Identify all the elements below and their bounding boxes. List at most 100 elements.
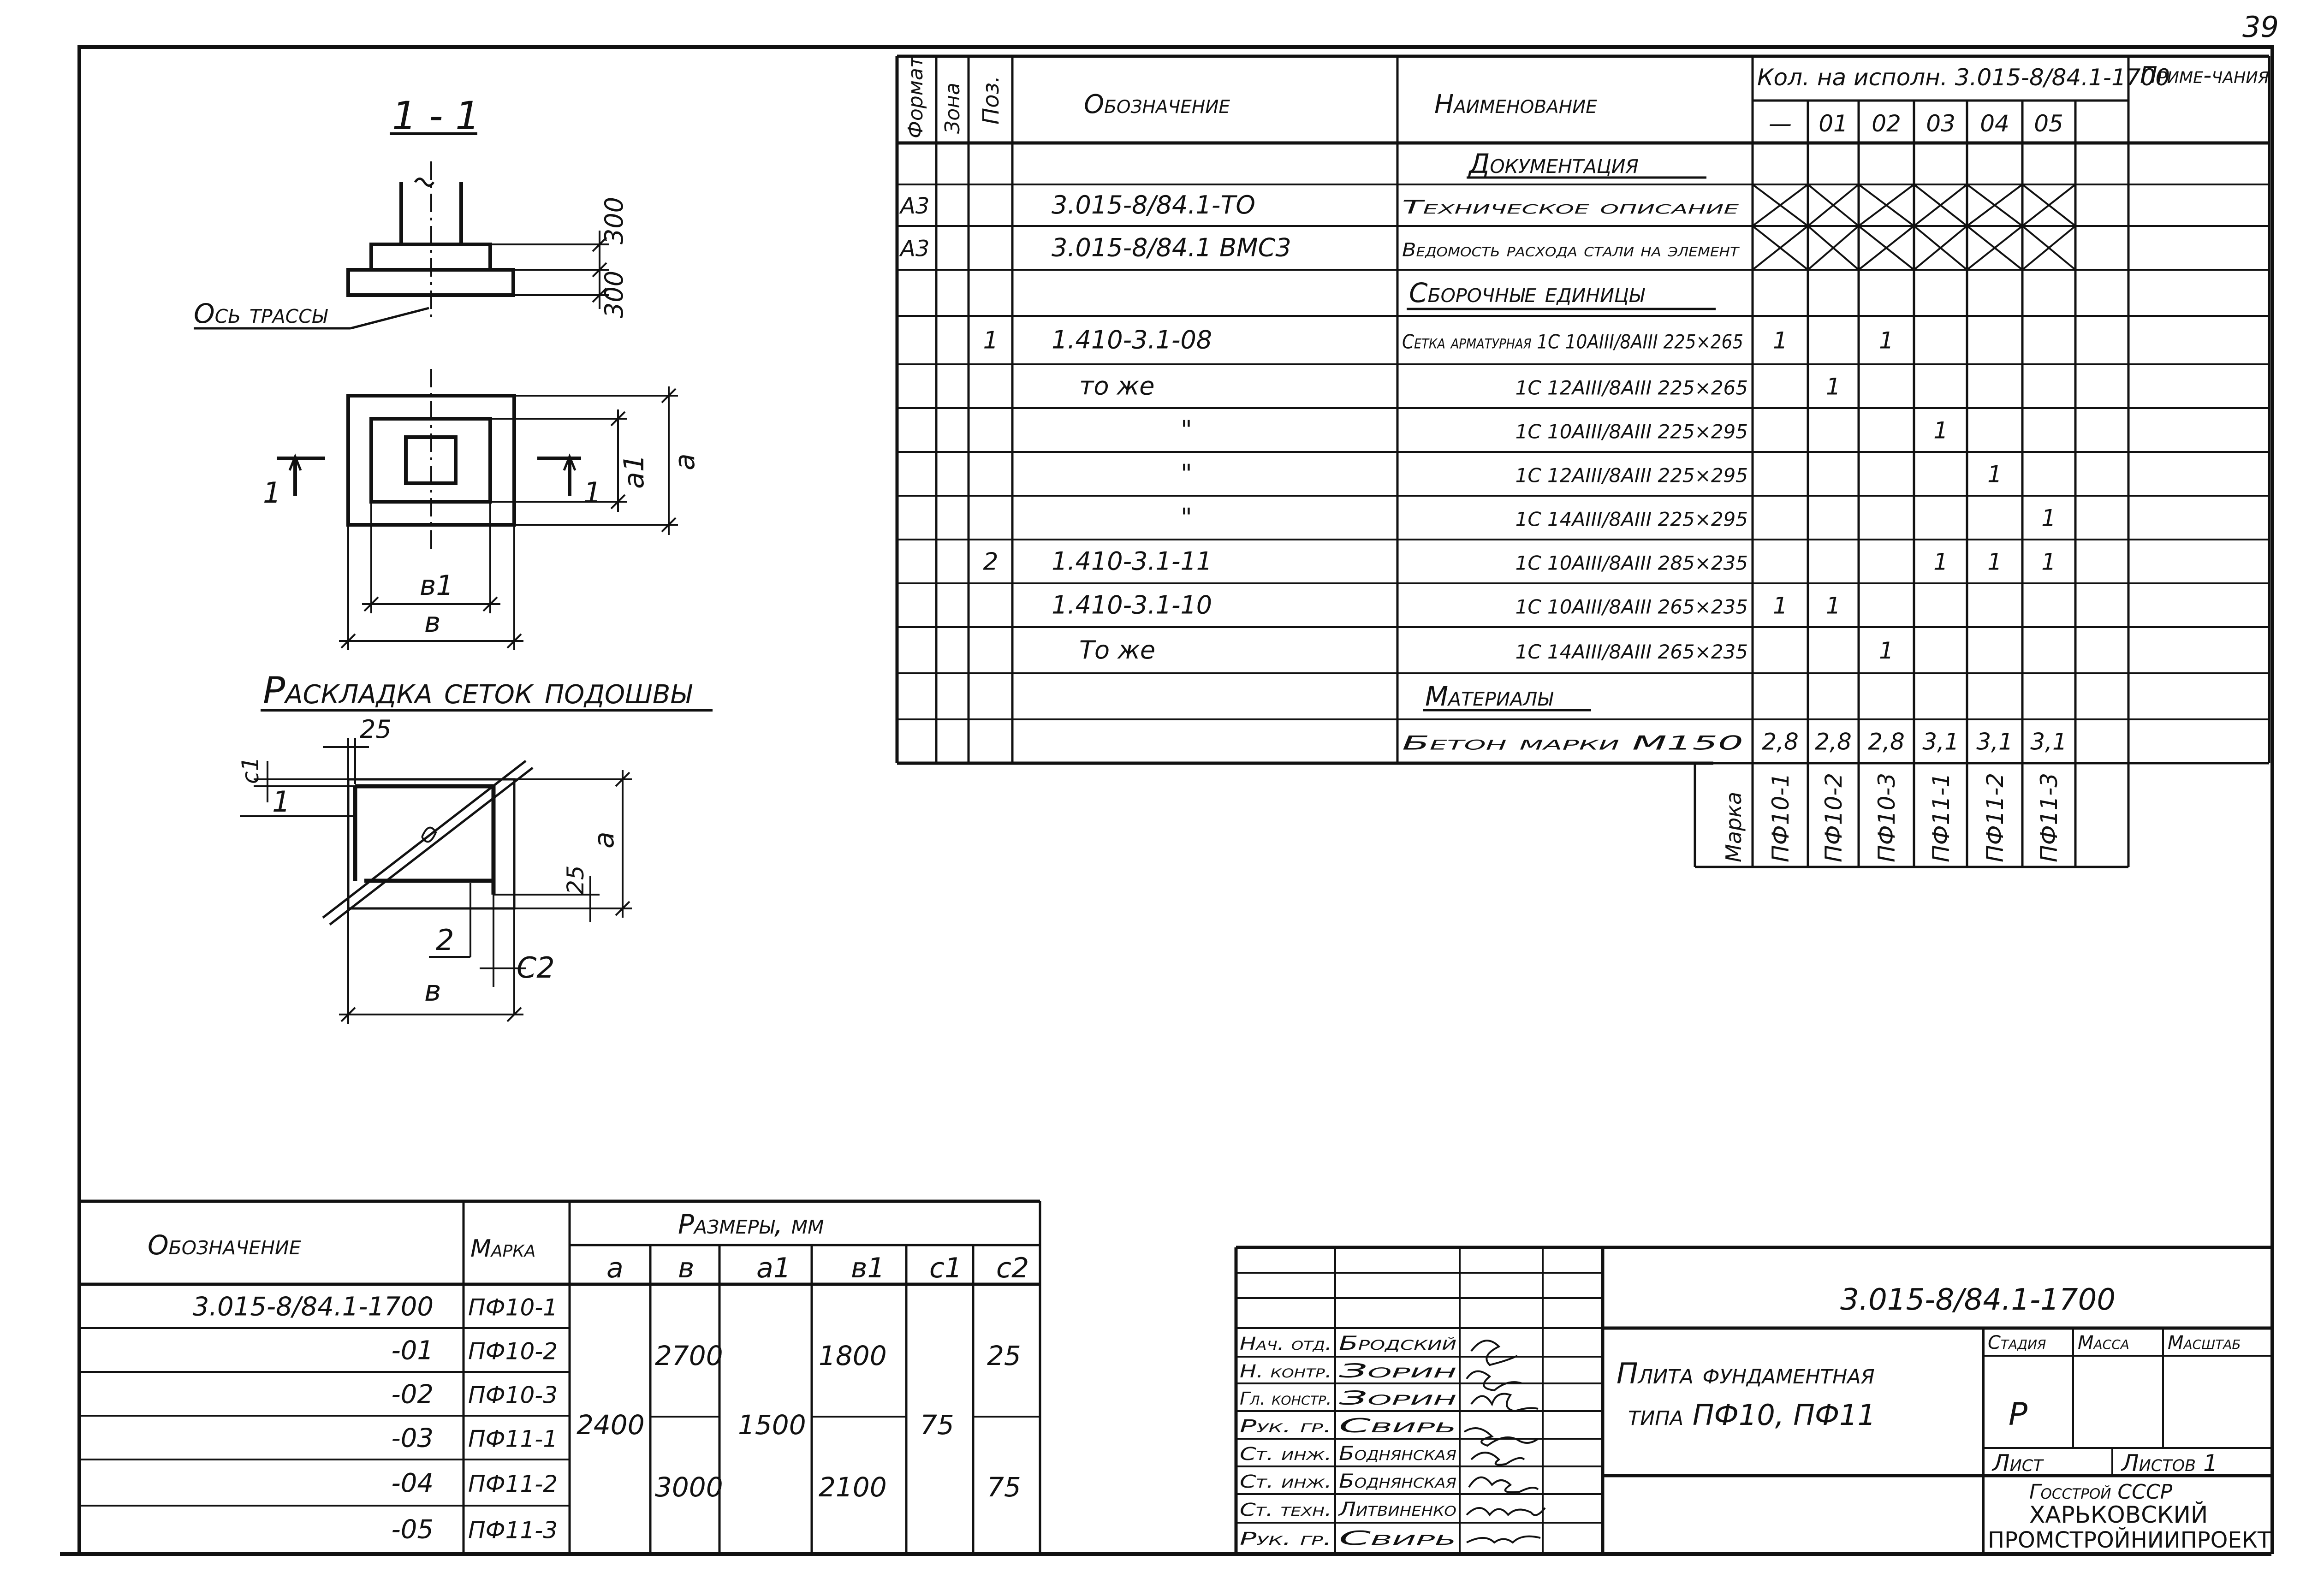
spec-row-qty: 2,8 xyxy=(1868,729,1905,755)
spec-row-qty: 1 xyxy=(1773,593,1788,619)
spec-row-designation: " xyxy=(1181,459,1192,488)
spec-row-designation: 3.015-8/84.1 ВМС3 xyxy=(1052,233,1291,262)
tb-person-name: Свирь xyxy=(1339,1414,1456,1437)
spec-row-qty: 3,1 xyxy=(1976,729,2013,755)
spec-row-qty: 1 xyxy=(1826,593,1841,619)
spec-mark-2: ПФ10-3 xyxy=(1873,773,1900,862)
dims-row-designation: 3.015-8/84.1-1700 xyxy=(193,1292,434,1322)
dim-a1: a1 xyxy=(618,454,650,489)
spec-row-qty: 1 xyxy=(2041,505,2056,532)
tb-person-name: Свирь xyxy=(1339,1527,1456,1549)
section-label: 1 - 1 xyxy=(392,93,480,138)
tb-scale-label: Масштаб xyxy=(2168,1332,2241,1353)
tb-title-1: Плита фундаментная xyxy=(1617,1357,1875,1390)
spec-row-qty: 1 xyxy=(1879,637,1894,664)
dims-h-designation: Обозначение xyxy=(148,1229,301,1261)
frame-left xyxy=(77,45,81,1553)
spec-row-qty: 1 xyxy=(2041,549,2056,576)
dims-row-designation: -01 xyxy=(392,1336,434,1366)
spec-row-qty: 1 xyxy=(1773,327,1788,354)
dims-row-mark: ПФ11-3 xyxy=(468,1517,558,1544)
spec-h-format: Формат xyxy=(904,55,927,138)
tb-person-role: Ст. инж. xyxy=(1240,1471,1332,1492)
layout-dim-b: в xyxy=(424,974,441,1008)
layout-dim-a: a xyxy=(588,831,620,848)
spec-mark-1: ПФ10-2 xyxy=(1820,773,1847,862)
spec-row-name: 1С 10АIII/8АIII 285×235 xyxy=(1516,552,1748,575)
tb-person-name: Зорин xyxy=(1339,1387,1456,1409)
layout-title: Раскладка сеток подошвы xyxy=(263,669,692,712)
dims-v-b-bot: 3000 xyxy=(655,1471,723,1503)
spec-row-section: Документация xyxy=(1468,148,1639,179)
spec-row-format: А3 xyxy=(899,236,929,262)
spec-row-section: Материалы xyxy=(1425,681,1554,712)
tb-person-name: Литвиненко xyxy=(1338,1498,1456,1520)
spec-row-designation: То же xyxy=(1079,635,1155,665)
section-mark-right: 1 xyxy=(583,476,601,510)
dims-v-a: 2400 xyxy=(576,1409,645,1441)
dim-b: в xyxy=(424,606,440,639)
dims-v-a1: 1500 xyxy=(738,1409,806,1441)
spec-row-designation: то же xyxy=(1079,372,1155,401)
spec-row-qty: 1 xyxy=(1879,327,1894,354)
spec-row-name: Техническое описание xyxy=(1402,197,1739,218)
spec-row-qty: 1 xyxy=(1826,374,1841,400)
spec-h-designation: Обозначение xyxy=(1084,89,1230,119)
dim-25-right: 25 xyxy=(562,865,589,895)
spec-h-pos: Поз. xyxy=(978,76,1004,125)
frame-bottom xyxy=(60,1552,2271,1556)
spec-mark-4: ПФ11-2 xyxy=(1982,773,2009,862)
dims-v-b1-bot: 2100 xyxy=(819,1471,887,1503)
spec-row-name: Ведомость расхода стали на элемент xyxy=(1402,240,1740,261)
dims-row-mark: ПФ10-3 xyxy=(468,1382,558,1409)
tb-person-role: Ст. инж. xyxy=(1240,1444,1332,1464)
tb-sheets-label: Листов 1 xyxy=(2121,1450,2218,1477)
spec-row-name: 1С 14АIII/8АIII 265×235 xyxy=(1516,641,1748,663)
spec-row-designation: 1.410-3.1-11 xyxy=(1052,547,1212,576)
spec-row-section: Сборочные единицы xyxy=(1409,277,1646,309)
tb-person-name: Боднянская xyxy=(1339,1442,1456,1465)
tb-title-2: типа ПФ10, ПФ11 xyxy=(1628,1398,1876,1432)
spec-row-qty: 1 xyxy=(1987,461,2002,488)
spec-row-pos: 2 xyxy=(983,548,998,576)
spec-h-notes: Приме-чания xyxy=(2140,62,2269,89)
tb-person-role: Рук. гр. xyxy=(1240,1416,1332,1436)
dims-h-sizes: Размеры, мм xyxy=(678,1209,824,1240)
spec-h-qty: Кол. на исполн. 3.015-8/84.1-1700 xyxy=(1757,64,2170,91)
title-block: 3.015-8/84.1-1700 Плита фундаментная тип… xyxy=(1234,1246,2271,1553)
dims-v-c2-bot: 75 xyxy=(987,1471,1021,1503)
spec-row-name: 1С 12АIII/8АIII 225×265 xyxy=(1516,377,1748,399)
spec-row-name: Бетон марки М150 xyxy=(1402,732,1743,754)
tb-person-role: Нач. отд. xyxy=(1240,1334,1332,1354)
spec-mark-3: ПФ11-1 xyxy=(1928,773,1955,862)
spec-row-name: 1С 12АIII/8АIII 225×295 xyxy=(1516,464,1748,487)
spec-h-zone: Зона xyxy=(941,83,964,134)
dim-c1: c1 xyxy=(237,757,264,784)
spec-row-designation: 1.410-3.1-10 xyxy=(1052,591,1212,620)
layout-pos-2: 2 xyxy=(436,923,454,957)
dims-row-mark: ПФ10-2 xyxy=(468,1338,558,1365)
axis-label: Ось трассы xyxy=(194,298,328,329)
spec-row-pos: 1 xyxy=(983,327,998,355)
dims-row-designation: -04 xyxy=(392,1468,434,1498)
spec-mark-label: Марка xyxy=(1721,792,1746,862)
spec-variant-3: 03 xyxy=(1926,110,1955,137)
spec-row-designation: " xyxy=(1181,503,1192,532)
spec-variant-0: — xyxy=(1769,110,1792,137)
spec-row-qty: 3,1 xyxy=(2030,729,2067,755)
spec-row-qty: 1 xyxy=(1933,417,1948,444)
dim-b1: в1 xyxy=(420,570,454,602)
section-and-plan-drawing: 1 - 1 300 300 Ось трассы 1 1 a1 a в1 в Р… xyxy=(194,93,713,1024)
tb-person-name: Бродский xyxy=(1339,1332,1456,1354)
tb-org-2: ХАРЬКОВСКИЙ xyxy=(2029,1501,2208,1528)
tb-mass-label: Масса xyxy=(2078,1332,2129,1353)
dims-col-a: a xyxy=(606,1252,624,1284)
spec-row-qty: 2,8 xyxy=(1815,729,1852,755)
dims-col-b1: в1 xyxy=(851,1252,885,1284)
tb-org-1: Госстрой СССР xyxy=(2029,1480,2173,1504)
spec-variant-5: 05 xyxy=(2034,110,2063,137)
tb-sheet-label: Лист xyxy=(1991,1450,2044,1477)
